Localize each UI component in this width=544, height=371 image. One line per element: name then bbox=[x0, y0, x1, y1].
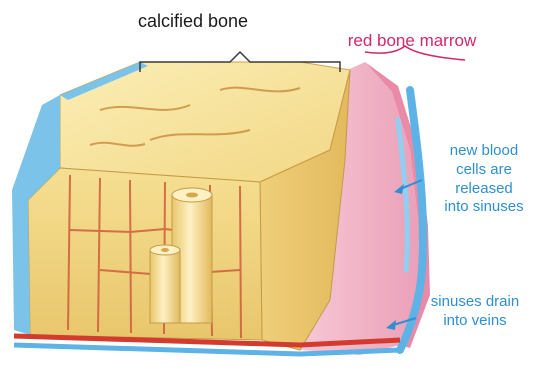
calcified-bone-label: calcified bone bbox=[118, 10, 268, 33]
red-bone-marrow-label: red bone marrow bbox=[312, 30, 512, 51]
new-blood-cells-line-3: released bbox=[418, 180, 544, 199]
bone-front-face bbox=[28, 168, 262, 340]
new-blood-cells-line-2: cells are bbox=[418, 161, 544, 180]
new-blood-cells-label: new blood cells are released into sinuse… bbox=[418, 142, 544, 217]
new-blood-cells-line-4: into sinuses bbox=[418, 198, 544, 217]
new-blood-cells-line-1: new blood bbox=[418, 142, 544, 161]
sinuses-drain-line-2: into veins bbox=[400, 312, 544, 331]
sinuses-drain-label: sinuses drain into veins bbox=[400, 293, 544, 331]
sinuses-drain-line-1: sinuses drain bbox=[400, 293, 544, 312]
